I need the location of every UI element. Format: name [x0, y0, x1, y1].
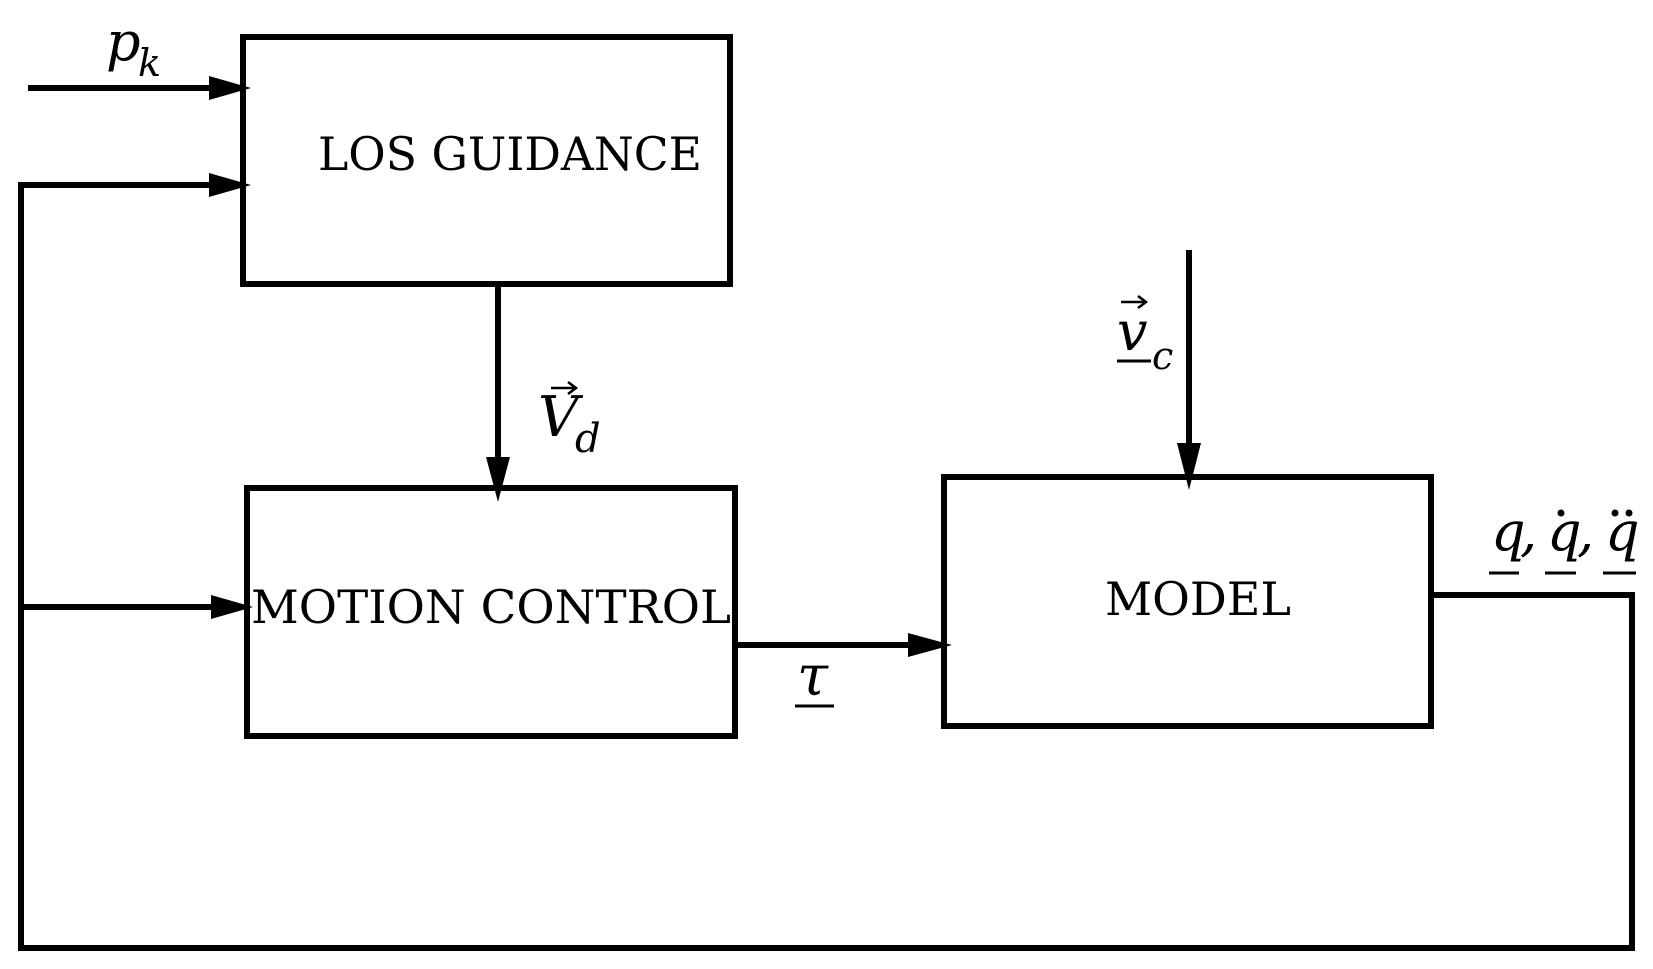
los-guidance-block: LOS GUIDANCE [240, 34, 733, 287]
current-label: v c [1117, 295, 1173, 378]
current-subscript: c [1152, 334, 1173, 378]
desired-velocity-symbol: V [538, 385, 584, 450]
state-output-label: q , q , q [1489, 500, 1640, 575]
motion-control-label: MOTION CONTROL [251, 580, 731, 634]
current-symbol: v [1117, 300, 1148, 363]
desired-velocity-label: V d [538, 381, 601, 462]
state-acceleration-symbol: q [1605, 500, 1640, 563]
state-velocity-symbol: q [1547, 500, 1582, 563]
feedback-loop [18, 173, 1635, 951]
vector-arrow-icon [1121, 295, 1149, 309]
waypoint-subscript: k [138, 41, 161, 85]
control-force-arrow [735, 633, 952, 657]
double-dot-icon [1625, 509, 1633, 517]
model-block: MODEL [941, 474, 1434, 729]
desired-velocity-subscript: d [575, 416, 601, 462]
control-force-label: τ [795, 644, 834, 709]
los-guidance-label: LOS GUIDANCE [318, 127, 702, 181]
model-label: MODEL [1105, 572, 1291, 626]
state-separator-1: , [1520, 500, 1537, 563]
double-dot-icon [1611, 509, 1619, 517]
state-position-symbol: q [1491, 500, 1526, 563]
desired-velocity-arrow [486, 284, 510, 502]
control-force-symbol: τ [797, 644, 829, 709]
motion-control-block: MOTION CONTROL [244, 485, 738, 739]
waypoint-symbol: p [106, 10, 141, 73]
current-input-arrow [1177, 250, 1201, 490]
waypoint-label: p k [106, 10, 161, 85]
vector-arrow-icon [551, 381, 579, 395]
single-dot-icon [1557, 509, 1565, 517]
waypoint-input-arrow [28, 76, 251, 100]
state-separator-2: , [1577, 500, 1594, 563]
